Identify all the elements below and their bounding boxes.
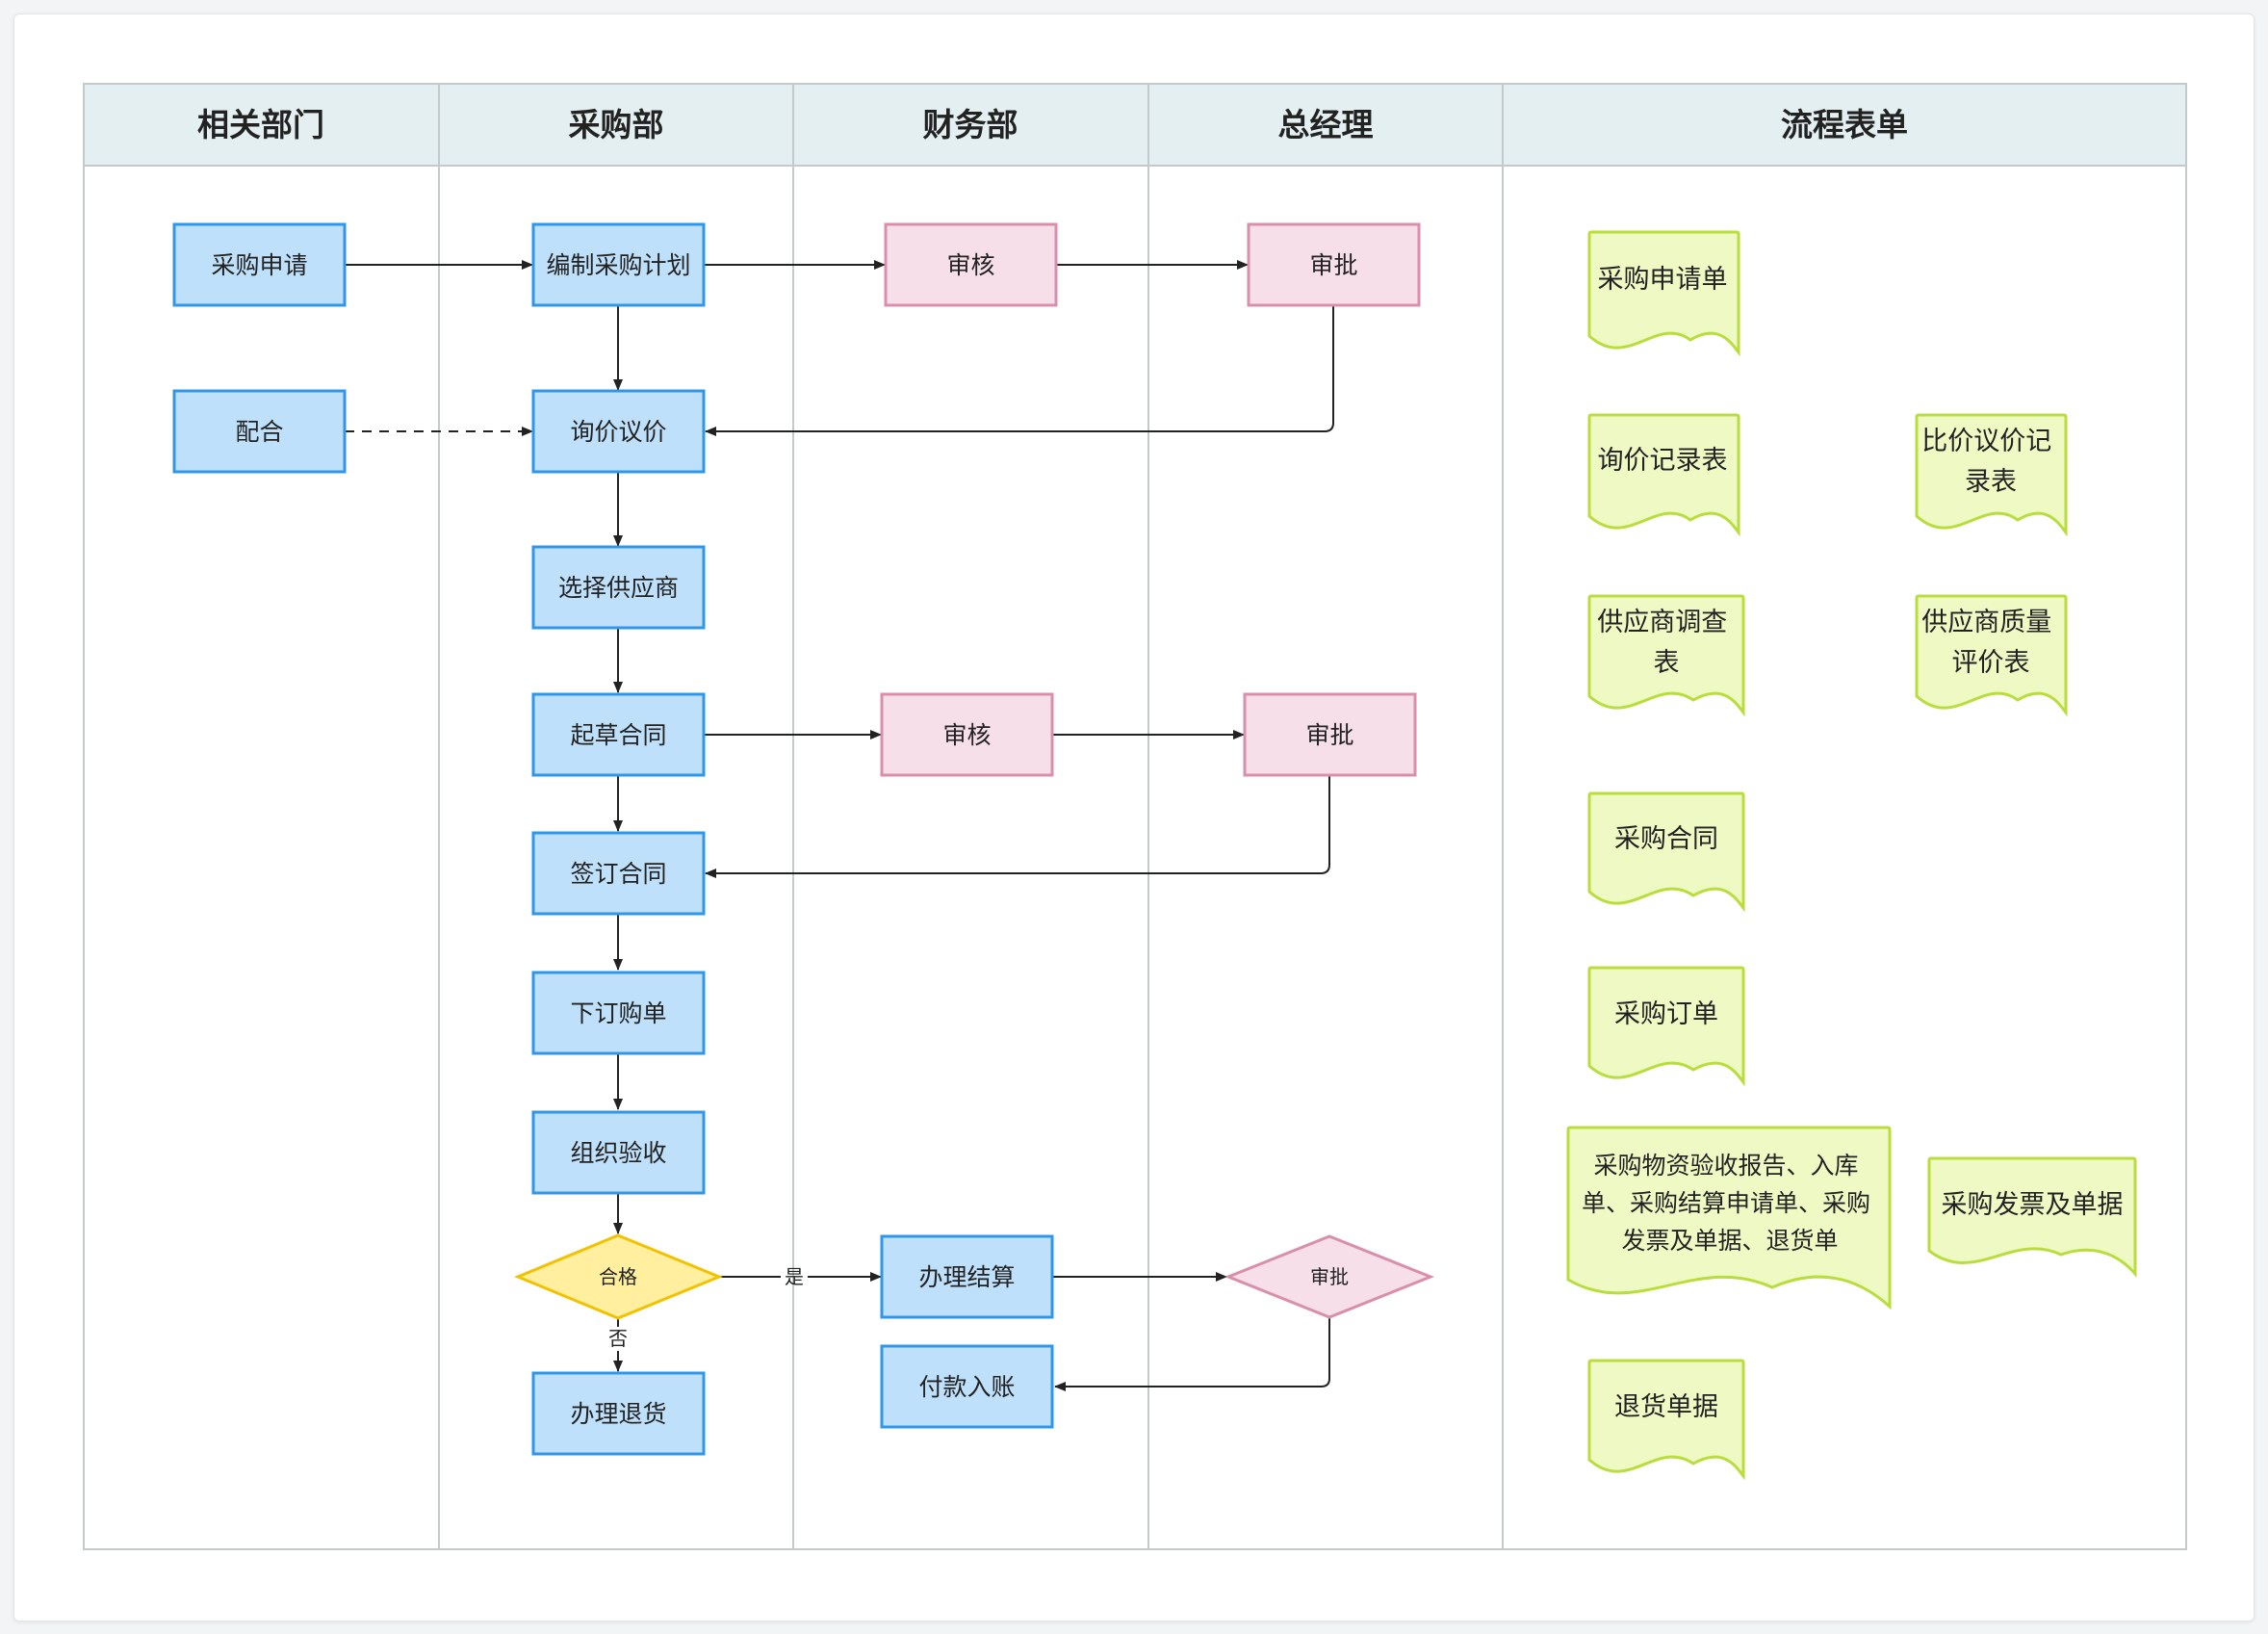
edge-label-no: 否 <box>608 1327 628 1350</box>
doc-label: 询价记录表 <box>1598 446 1728 476</box>
node-label: 编制采购计划 <box>546 251 690 279</box>
lane-header-general-manager: 总经理 <box>1278 106 1374 143</box>
doc-label: 比价议价记 录表 <box>1921 427 2060 497</box>
doc-inquiry-record[interactable]: 询价记录表 <box>1587 413 1740 537</box>
node-label: 合格 <box>599 1265 637 1288</box>
doc-label: 采购合同 <box>1614 824 1718 854</box>
node-finance-audit[interactable]: 审核 <box>884 222 1058 307</box>
edge-label-yes: 是 <box>785 1265 804 1288</box>
doc-label: 供应商调查 表 <box>1597 608 1736 678</box>
node-label: 签订合同 <box>570 860 666 888</box>
lane-header-finance: 财务部 <box>923 106 1018 143</box>
node-label: 采购申请 <box>211 251 307 279</box>
node-gm-approve-2[interactable]: 审批 <box>1243 692 1417 777</box>
node-label: 询价议价 <box>570 418 666 446</box>
doc-label: 采购申请单 <box>1598 265 1728 295</box>
node-label: 选择供应商 <box>558 574 679 602</box>
edges <box>345 260 1334 1391</box>
node-label: 下订购单 <box>570 999 666 1027</box>
process-nodes: 采购申请 配合 编制采购计划 审核 审批 询价议价 选择供应商 起草合同 <box>172 222 1435 1456</box>
decision-gm-approve[interactable]: 审批 <box>1224 1234 1435 1319</box>
doc-invoice-receipts[interactable]: 采购发票及单据 <box>1927 1156 2137 1279</box>
lane-header-forms: 流程表单 <box>1781 106 1908 143</box>
node-gm-approve[interactable]: 审批 <box>1247 222 1421 307</box>
node-settlement[interactable]: 办理结算 <box>880 1234 1054 1319</box>
node-label: 审核 <box>946 251 994 279</box>
doc-purchase-order[interactable]: 采购订单 <box>1587 966 1745 1087</box>
node-purchase-request[interactable]: 采购申请 <box>172 222 347 307</box>
node-handle-return[interactable]: 办理退货 <box>531 1371 706 1456</box>
doc-inspection-reports[interactable]: 采购物资验收报告、入库 单、采购结算申请单、采购 发票及单据、退货单 <box>1566 1126 1892 1310</box>
node-payment[interactable]: 付款入账 <box>880 1344 1054 1429</box>
node-label: 起草合同 <box>570 721 666 749</box>
node-label: 审批 <box>1309 251 1357 279</box>
edge-approve-to-sign <box>705 775 1330 878</box>
node-label: 办理退货 <box>570 1400 666 1428</box>
node-label: 审核 <box>942 721 991 749</box>
node-finance-audit-2[interactable]: 审核 <box>880 692 1054 777</box>
node-label: 办理结算 <box>918 1263 1015 1291</box>
lane-body <box>83 165 2187 1550</box>
node-draft-contract[interactable]: 起草合同 <box>531 692 706 777</box>
edge-approve-to-pay <box>1054 1318 1330 1391</box>
node-cooperate[interactable]: 配合 <box>172 389 347 474</box>
node-label: 审批 <box>1310 1265 1349 1288</box>
canvas: 相关部门 采购部 财务部 总经理 流程表单 是 否 采购申请 <box>13 13 2255 1621</box>
node-compile-plan[interactable]: 编制采购计划 <box>531 222 706 307</box>
node-label: 组织验收 <box>570 1139 666 1167</box>
lane-headers: 相关部门 采购部 财务部 总经理 流程表单 <box>197 106 1908 143</box>
doc-supplier-survey[interactable]: 供应商调查 表 <box>1587 594 1745 717</box>
node-place-order[interactable]: 下订购单 <box>531 971 706 1055</box>
doc-price-comparison-record[interactable]: 比价议价记 录表 <box>1915 413 2068 537</box>
swimlane-frame <box>83 83 2187 1550</box>
swimlane-diagram: 相关部门 采购部 财务部 总经理 流程表单 是 否 采购申请 <box>83 83 2187 1550</box>
form-documents: 采购申请单 询价记录表 比价议价记 录表 供应商调查 表 <box>1566 230 2137 1481</box>
lane-header-purchasing: 采购部 <box>569 106 664 143</box>
node-label: 审批 <box>1305 721 1353 749</box>
doc-return-receipt[interactable]: 退货单据 <box>1587 1359 1745 1481</box>
node-label: 配合 <box>235 418 283 446</box>
node-sign-contract[interactable]: 签订合同 <box>531 831 706 916</box>
node-inspection[interactable]: 组织验收 <box>531 1110 706 1195</box>
node-label: 付款入账 <box>918 1373 1015 1401</box>
doc-supplier-quality-eval[interactable]: 供应商质量 评价表 <box>1915 594 2068 717</box>
doc-label: 供应商质量 评价表 <box>1921 608 2060 678</box>
edge-approve-to-inquiry <box>705 305 1334 436</box>
doc-label: 采购订单 <box>1614 999 1718 1029</box>
node-inquiry[interactable]: 询价议价 <box>531 389 706 474</box>
node-select-supplier[interactable]: 选择供应商 <box>531 545 706 630</box>
doc-label: 采购发票及单据 <box>1942 1190 2124 1220</box>
doc-label: 采购物资验收报告、入库 单、采购结算申请单、采购 发票及单据、退货单 <box>1582 1152 1878 1255</box>
lane-header-related-dept: 相关部门 <box>197 106 324 143</box>
decision-qualified[interactable]: 合格 <box>514 1233 723 1320</box>
doc-purchase-contract[interactable]: 采购合同 <box>1587 791 1745 913</box>
doc-purchase-request-form[interactable]: 采购申请单 <box>1587 230 1740 357</box>
header-band <box>83 83 2187 167</box>
doc-label: 退货单据 <box>1614 1392 1718 1422</box>
